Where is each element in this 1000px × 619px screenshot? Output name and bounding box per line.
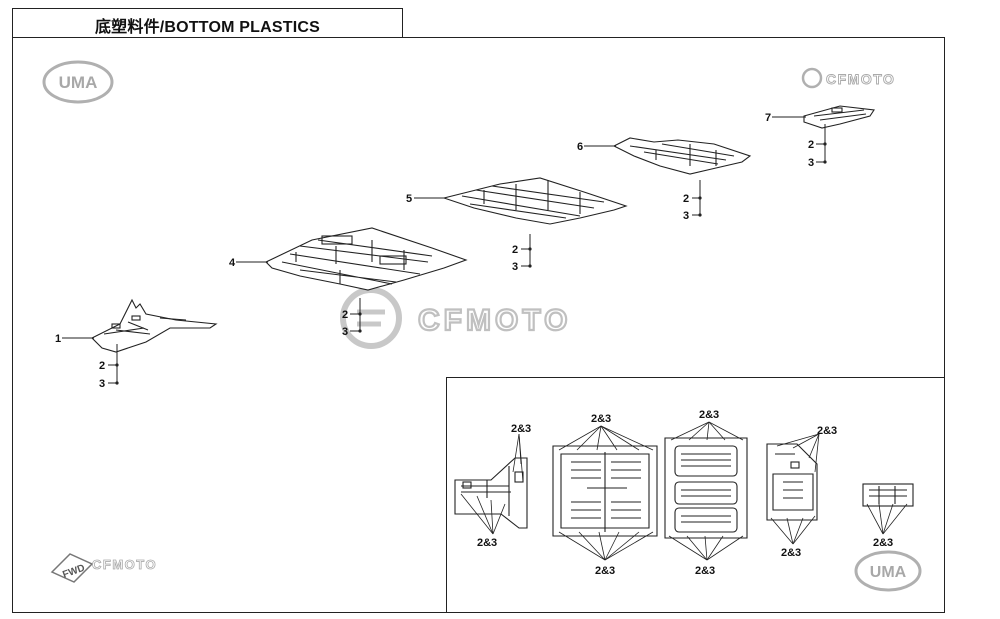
inset-label-c-bottom: 2&3 [695, 565, 715, 577]
svg-text:2: 2 [683, 193, 689, 205]
svg-text:3: 3 [99, 378, 105, 390]
svg-text:UMA: UMA [870, 564, 907, 581]
inset-label-d-bottom: 2&3 [781, 547, 801, 559]
inset-label-b-bottom: 2&3 [595, 565, 615, 577]
svg-text:3: 3 [683, 210, 689, 222]
svg-text:3: 3 [512, 261, 518, 273]
svg-text:3: 3 [342, 326, 348, 338]
inset-label-c-top: 2&3 [699, 409, 719, 421]
callout-7: 7 2 3 [765, 112, 827, 169]
part-7-plate [803, 105, 875, 129]
cfmoto-logo-top: CFMOTO [801, 67, 895, 89]
svg-text:2: 2 [342, 309, 348, 321]
inset-plate-7 [862, 483, 914, 507]
part-1-plate [91, 298, 218, 353]
part-5-plate [442, 177, 628, 225]
uma-logo-text: UMA [59, 73, 98, 92]
uma-logo-inset: UMA [854, 550, 922, 592]
inset-callout-a [460, 433, 524, 535]
callout-4: 4 2 3 [229, 257, 362, 338]
fastener-location-inset: UMA 2&3 2&3 [446, 377, 945, 613]
svg-text:2: 2 [512, 244, 518, 256]
inset-label-e: 2&3 [873, 537, 893, 549]
inset-plate-4 [552, 445, 658, 537]
inset-callout-d [770, 433, 820, 545]
inset-label-b-top: 2&3 [591, 413, 611, 425]
callout-6: 6 2 3 [577, 141, 702, 222]
svg-text:6: 6 [577, 141, 583, 153]
inset-plate-1 [454, 457, 528, 529]
page-title: 底塑料件/BOTTOM PLASTICS [94, 19, 321, 36]
inset-drawing: UMA 2&3 2&3 [454, 409, 922, 592]
inset-label-d-top: 2&3 [817, 425, 837, 437]
inset-callout-e [866, 503, 908, 535]
fwd-label: FWD [61, 563, 86, 581]
callout-5: 5 2 3 [406, 193, 532, 273]
inset-plate-5 [664, 437, 748, 539]
inset-label-a-top: 2&3 [511, 423, 531, 435]
uma-logo: UMA [42, 60, 114, 104]
inset-plate-6 [766, 443, 818, 521]
svg-text:5: 5 [406, 193, 412, 205]
cfmoto-watermark: CFMOTO [340, 287, 571, 349]
svg-text:3: 3 [808, 157, 814, 169]
svg-text:2: 2 [99, 360, 105, 372]
cfmoto-logo-bottom: FWD CFMOTO [50, 553, 157, 583]
inset-callout-c [668, 421, 744, 561]
inset-label-a-bottom: 2&3 [477, 537, 497, 549]
cfmoto-logo-bottom-text: CFMOTO [92, 557, 157, 572]
svg-text:2: 2 [808, 139, 814, 151]
svg-text:1: 1 [55, 333, 61, 345]
part-6-plate [612, 137, 752, 175]
inset-callout-b [558, 425, 654, 561]
watermark-text: CFMOTO [418, 304, 571, 337]
svg-text:4: 4 [229, 257, 236, 269]
title-box: 底塑料件/BOTTOM PLASTICS [12, 8, 403, 38]
callout-1: 1 2 3 [55, 333, 119, 390]
part-4-plate [265, 227, 468, 291]
svg-text:7: 7 [765, 112, 771, 124]
cfmoto-logo-top-text: CFMOTO [826, 71, 895, 87]
